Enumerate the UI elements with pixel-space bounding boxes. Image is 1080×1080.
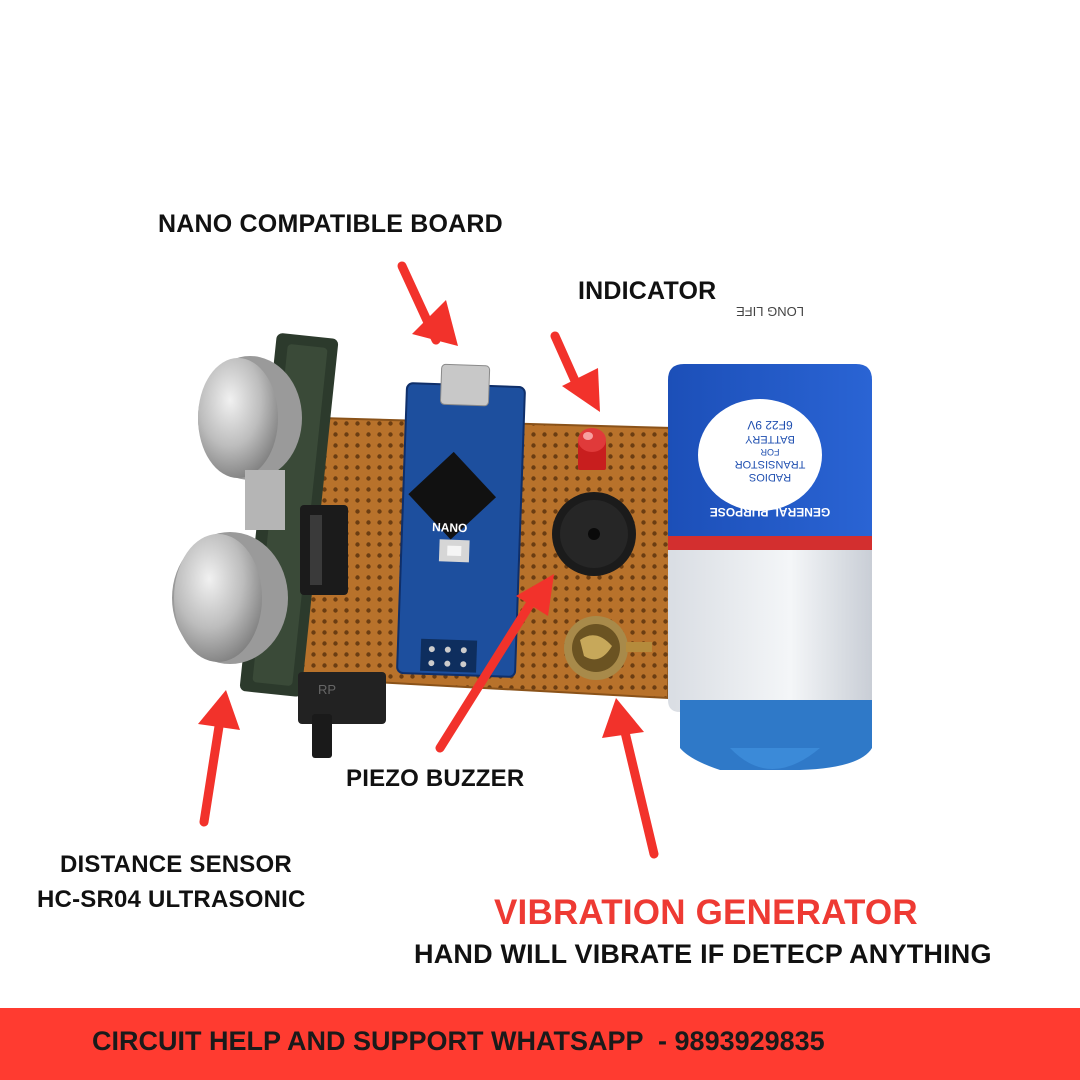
switch-label: RP bbox=[318, 682, 336, 697]
label-vibration-description: HAND WILL VIBRATE IF DETECP ANYTHING bbox=[414, 939, 992, 969]
battery-print: GENERAL PURPOSE RADIOS TRANSISTOR FOR BA… bbox=[710, 304, 830, 519]
arrow-icon bbox=[397, 261, 458, 346]
ultrasonic-sensor bbox=[172, 333, 348, 697]
nano-board: NANO bbox=[396, 363, 526, 678]
battery-type: BATTERY bbox=[744, 433, 794, 445]
battery-model: 6F22 9V bbox=[747, 418, 792, 432]
battery-for: FOR bbox=[760, 447, 779, 457]
battery-tagline: LONG LIFE bbox=[736, 304, 804, 319]
label-distance-sensor: DISTANCE SENSOR bbox=[60, 851, 292, 878]
label-nano-board: NANO COMPATIBLE BOARD bbox=[158, 210, 503, 238]
arrow-icon bbox=[435, 574, 554, 753]
label-vibration-generator: VIBRATION GENERATOR bbox=[494, 893, 918, 932]
footer-bar bbox=[0, 1008, 1080, 1080]
nano-model-label: NANO bbox=[432, 520, 468, 535]
battery bbox=[668, 364, 872, 770]
battery-use1: TRANSISTOR bbox=[735, 458, 806, 470]
indicator-led bbox=[578, 428, 606, 470]
label-piezo-buzzer: PIEZO BUZZER bbox=[346, 765, 525, 792]
piezo-buzzer bbox=[552, 492, 636, 576]
footer-support-text: CIRCUIT HELP AND SUPPORT WHATSAPP - 9893… bbox=[92, 1026, 825, 1056]
battery-use2: RADIOS bbox=[749, 471, 791, 483]
label-distance-sensor-model: HC-SR04 ULTRASONIC bbox=[37, 886, 306, 913]
label-indicator: INDICATOR bbox=[578, 277, 717, 305]
arrow-icon bbox=[602, 698, 659, 859]
vibration-motor bbox=[564, 616, 652, 680]
arrow-icon bbox=[550, 331, 600, 412]
battery-brand-line: GENERAL PURPOSE bbox=[710, 505, 830, 519]
slide-switch: RP bbox=[298, 672, 386, 758]
arrow-icon bbox=[198, 690, 240, 827]
